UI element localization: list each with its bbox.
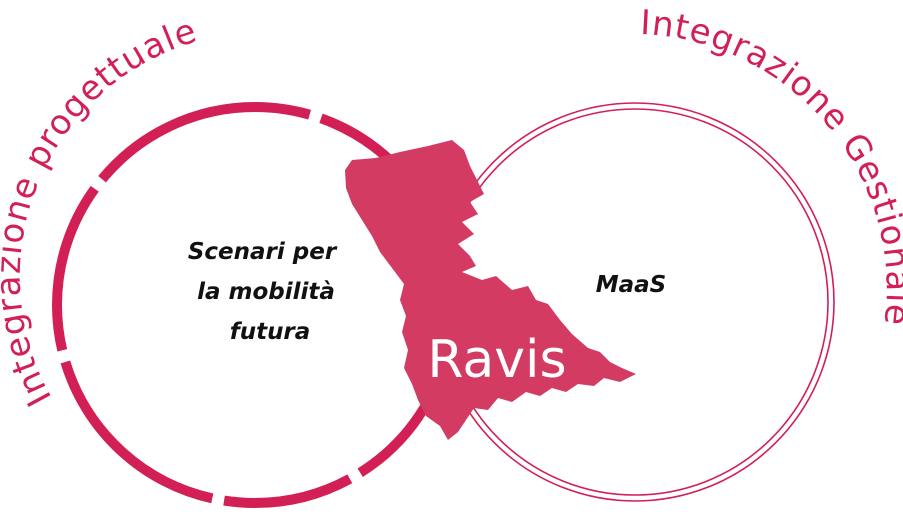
left-inner-line-3: futura — [230, 319, 311, 345]
left-inner-line-2: la mobilità — [197, 279, 335, 305]
ravis-map-shape — [345, 140, 636, 440]
left-inner-label: Scenari per la mobilità futura — [188, 239, 338, 345]
center-label: Ravis — [427, 330, 566, 390]
right-inner-label: MaaS — [596, 272, 667, 298]
left-arc-label: Integrazione progettuale — [0, 11, 202, 413]
left-inner-line-1: Scenari per — [188, 239, 338, 265]
